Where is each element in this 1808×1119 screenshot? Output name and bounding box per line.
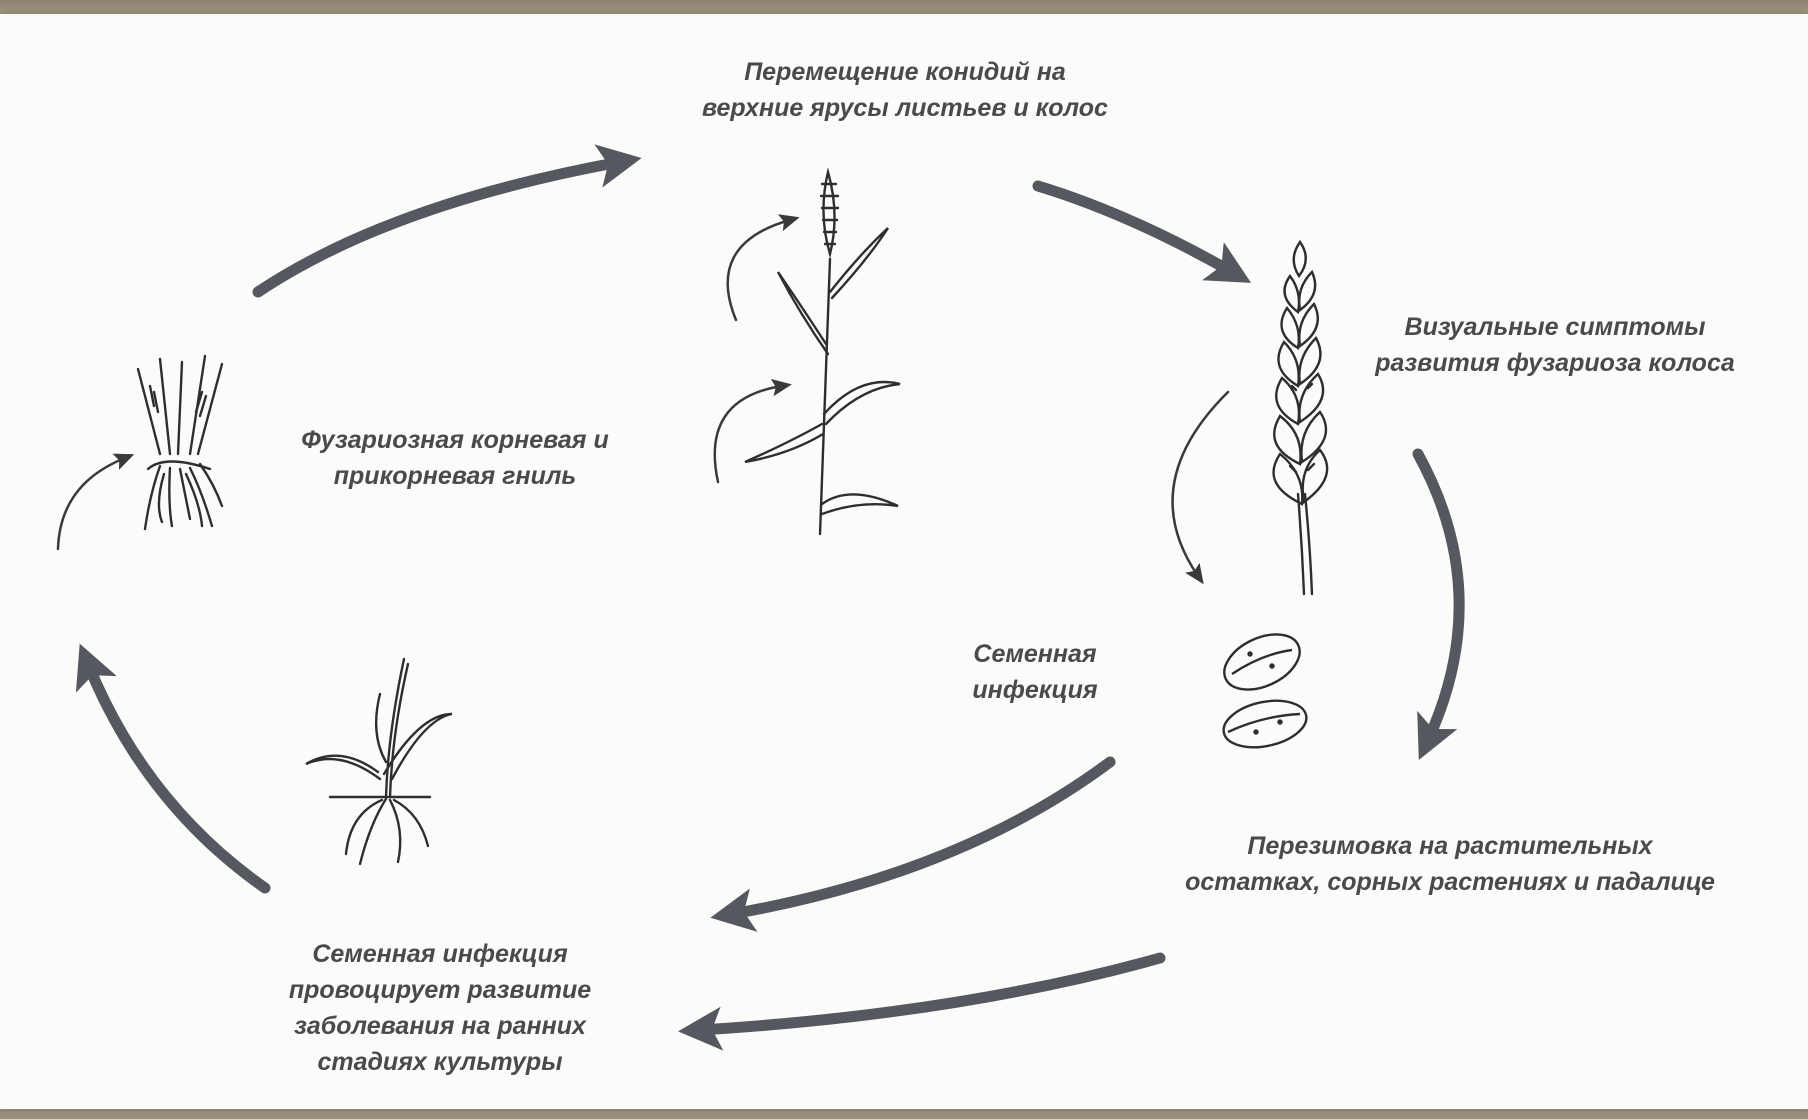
small-arrow-root [58,458,125,549]
arrow-to-conidia [258,162,620,292]
label-line: развития фузариоза колоса [1345,345,1765,381]
small-arrow-ear-to-seed [1173,392,1228,576]
label-line: стадиях культуры [240,1044,640,1080]
label-line: верхние ярусы листьев и колос [630,90,1180,126]
diagram-sheet: Перемещение конидий на верхние ярусы лис… [0,14,1808,1109]
label-line: Перезимовка на растительных [1140,828,1760,864]
label-line: Фузариозная корневая и [270,422,640,458]
label-line: провоцирует развитие [240,972,640,1008]
label-line: остатках, сорных растениях и падалице [1140,864,1760,900]
small-arrows [58,220,1228,576]
arrow-overwinter-left-upper [732,762,1110,914]
label-root-rot: Фузариозная корневая и прикорневая гниль [270,422,640,494]
seed-grains-icon [1216,623,1311,754]
label-line: Визуальные симптомы [1345,309,1765,345]
arrow-to-ear [1038,186,1232,272]
small-arrow-plant-lower [715,386,782,482]
wheat-ear-icon [1274,242,1328,594]
small-arrow-plant-upper [728,220,790,320]
label-line: Семенная инфекция [240,936,640,972]
label-conidia-movement: Перемещение конидий на верхние ярусы лис… [630,54,1180,126]
label-visual-symptoms: Визуальные симптомы развития фузариоза к… [1345,309,1765,381]
label-overwintering: Перезимовка на растительных остатках, со… [1140,828,1760,900]
seedling-icon [306,659,452,864]
root-rot-plant-icon [138,356,222,529]
arrow-up-left [88,664,265,888]
label-seed-infection-provokes: Семенная инфекция провоцирует развитие з… [240,936,640,1080]
arrow-ear-down [1418,454,1459,740]
label-seed-infection: Семенная инфекция [935,636,1135,708]
label-line: Перемещение конидий на [630,54,1180,90]
arrow-overwinter-left-lower [700,958,1160,1030]
label-line: инфекция [935,672,1135,708]
label-line: прикорневая гниль [270,458,640,494]
label-line: Семенная [935,636,1135,672]
cereal-plant-icon [745,172,900,534]
label-line: заболевания на ранних [240,1008,640,1044]
